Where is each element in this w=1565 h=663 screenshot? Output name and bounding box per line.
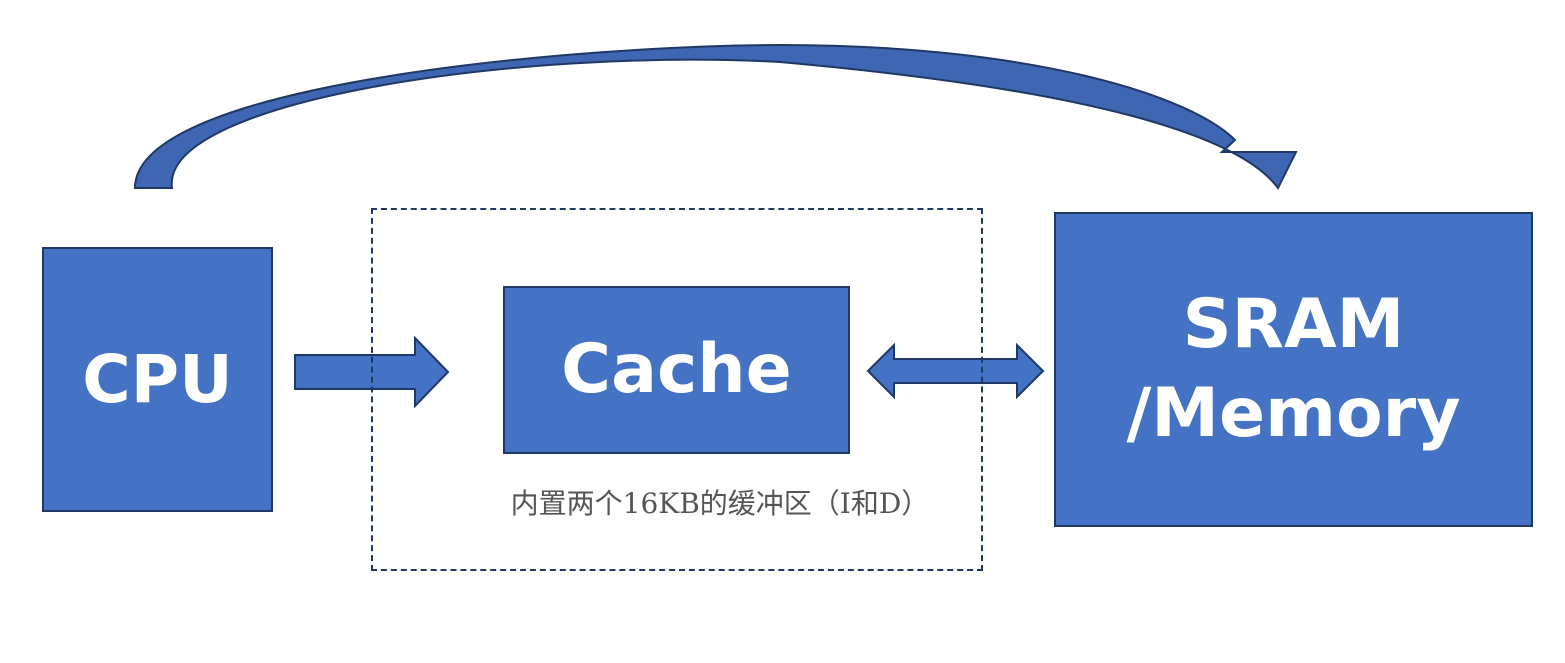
cpu-label: CPU (82, 340, 233, 418)
double-arrow-cache-sram (866, 342, 1045, 400)
curved-arrow-cpu-to-sram (133, 43, 1298, 190)
sram-memory-box: SRAM /Memory (1054, 212, 1533, 527)
cache-boundary (371, 208, 983, 571)
cache-label: Cache (561, 329, 792, 409)
cpu-box: CPU (42, 247, 273, 512)
sram-memory-label: SRAM /Memory (1126, 285, 1461, 453)
cache-box: Cache (503, 286, 850, 454)
cache-caption: 内置两个16KB的缓冲区（I和D） (510, 487, 930, 520)
